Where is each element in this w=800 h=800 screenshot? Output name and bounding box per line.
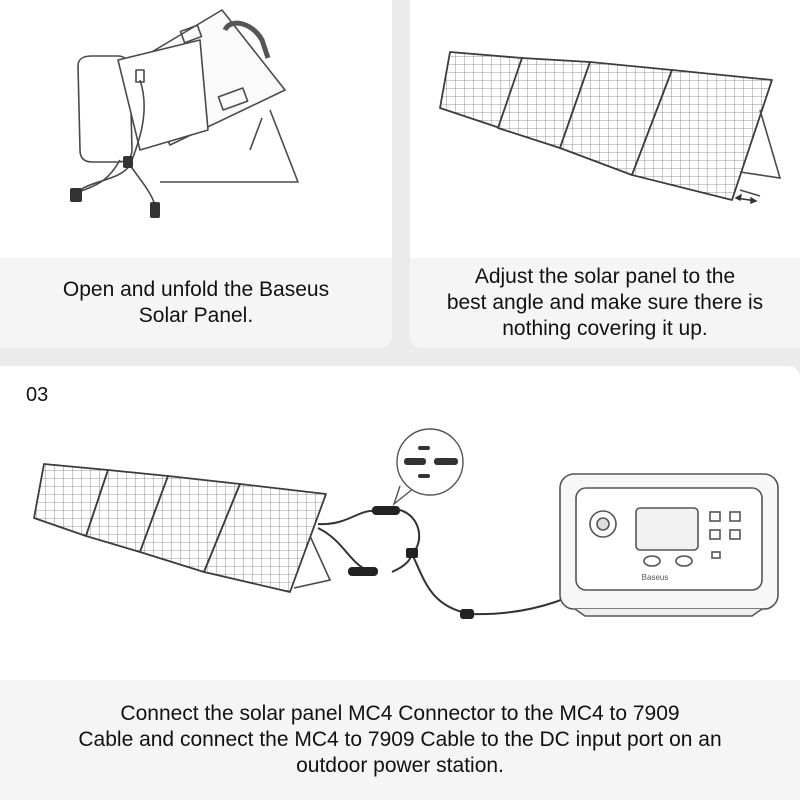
folded-solar-panel-illustration: [70, 9, 299, 218]
step-1-card: Open and unfold the Baseus Solar Panel.: [0, 0, 392, 348]
step-3-card: 03: [0, 366, 800, 800]
panel-to-power-station-illustration: Baseus: [33, 428, 779, 619]
step-3-number: 03: [26, 384, 49, 406]
power-station: [559, 473, 779, 617]
step-3-caption-band: Connect the solar panel MC4 Connector to…: [0, 680, 800, 800]
step-2-card: Adjust the solar panel to the best angle…: [410, 0, 800, 348]
step-2-caption-band: Adjust the solar panel to the best angle…: [410, 258, 800, 348]
step-1-caption: Open and unfold the Baseus Solar Panel.: [62, 278, 330, 327]
step-1-caption-band: Open and unfold the Baseus Solar Panel.: [0, 258, 392, 348]
step-3-caption: Connect the solar panel MC4 Connector to…: [78, 702, 722, 777]
step-2-caption: Adjust the solar panel to the best angle…: [446, 265, 764, 340]
unfolded-solar-panel-illustration: [439, 51, 782, 205]
power-station-brand: Baseus: [642, 573, 669, 582]
